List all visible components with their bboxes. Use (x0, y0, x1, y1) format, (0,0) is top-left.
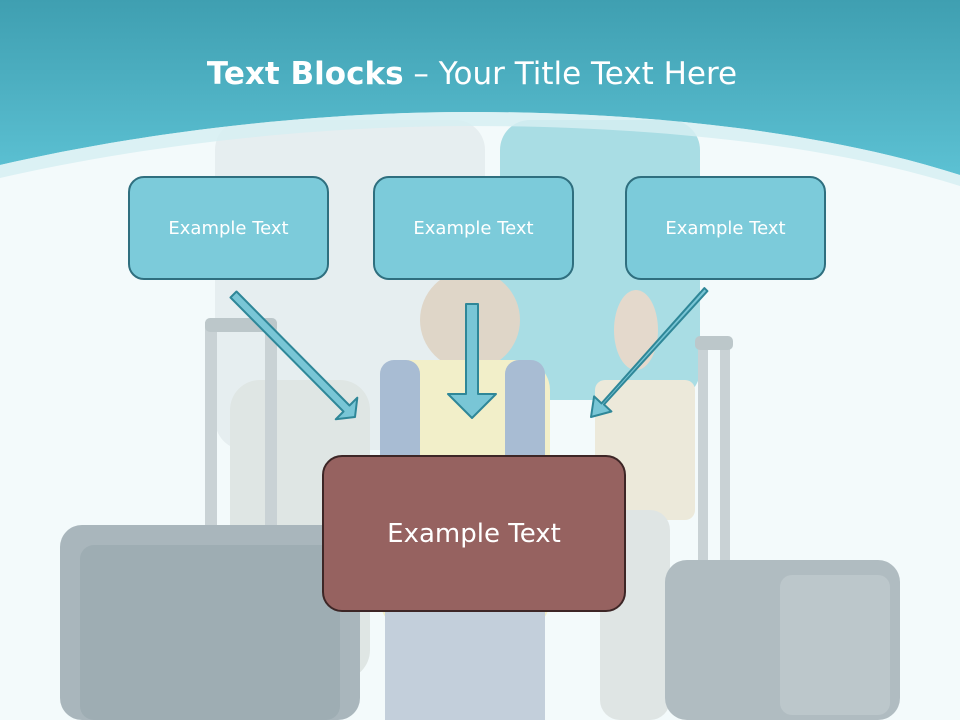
text-block-center[interactable]: Example Text (322, 455, 626, 612)
text-block-left[interactable]: Example Text (128, 176, 329, 280)
text-block-middle-label: Example Text (413, 217, 534, 239)
text-block-left-label: Example Text (168, 217, 289, 239)
title-rest: Your Title Text Here (438, 56, 738, 92)
text-block-middle[interactable]: Example Text (373, 176, 574, 280)
slide-title: Text Blocks – Your Title Text Here (0, 52, 944, 96)
arrow-right-icon (590, 287, 709, 418)
text-block-center-label: Example Text (387, 518, 561, 549)
arrow-left-icon (229, 290, 359, 421)
arrow-middle-icon (447, 303, 497, 419)
title-separator: – (403, 56, 439, 92)
text-block-right[interactable]: Example Text (625, 176, 826, 280)
text-block-right-label: Example Text (665, 217, 786, 239)
title-bold: Text Blocks (206, 56, 404, 92)
